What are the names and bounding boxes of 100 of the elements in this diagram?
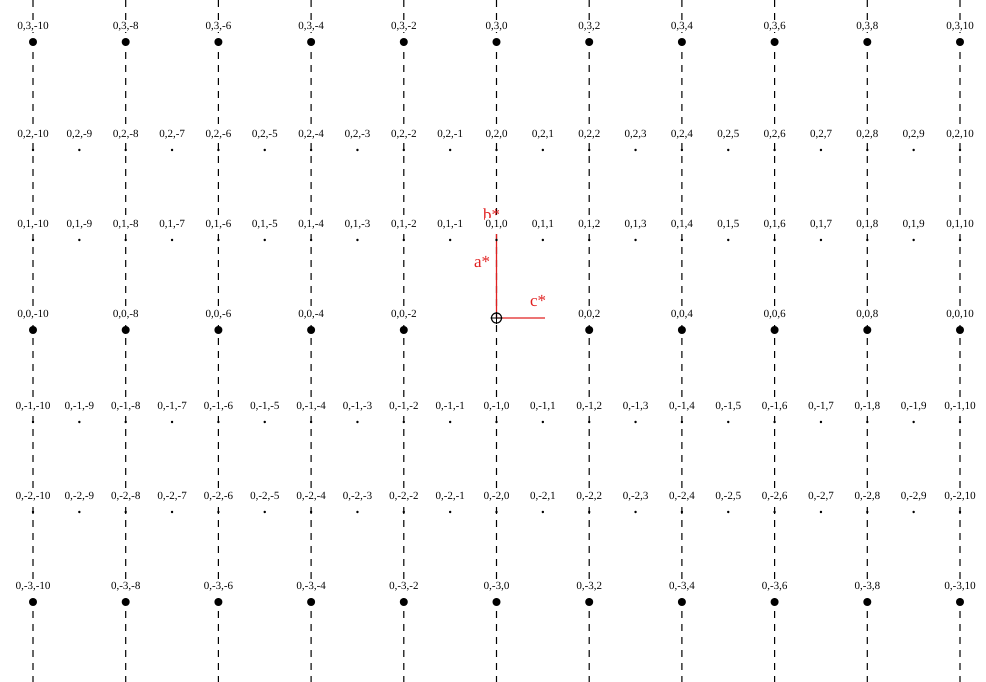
reflection-label: 0,-3,10 [943, 580, 977, 592]
reflection-label: 0,-3,4 [668, 580, 696, 592]
reflection-label: 0,1,4 [670, 218, 694, 230]
reflection-label: 0,1,-10 [16, 218, 50, 230]
reflection-label: 0,1,9 [902, 218, 926, 230]
reflection-label: 0,-1,9 [900, 400, 928, 412]
reflection-label: 0,2,-4 [297, 128, 325, 140]
reflection-label: 0,2,1 [530, 128, 555, 140]
reflection-label: 0,1,-3 [344, 218, 372, 230]
reflection-label: 0,-3,-2 [388, 580, 420, 592]
reflection-label: 0,2,-7 [158, 128, 186, 140]
reflection-label: 0,3,10 [945, 20, 975, 32]
reflection-label: 0,1,-2 [390, 218, 418, 230]
reflection-label: 0,-1,10 [943, 400, 977, 412]
reflection-label: 0,-2,-9 [64, 490, 95, 502]
reflection-label: 0,2,-2 [390, 128, 418, 140]
reflection-label: 0,0,-4 [297, 308, 325, 320]
reflection-label: 0,0,-2 [390, 308, 418, 320]
reflection-label: 0,2,-3 [344, 128, 372, 140]
reflection-label: 0,2,2 [577, 128, 602, 140]
reflection-label: 0,3,-10 [16, 20, 50, 32]
reflection-label: 0,3,4 [670, 20, 694, 32]
reflection-label: 0,-1,-4 [295, 400, 327, 412]
reflection-label: 0,-2,7 [807, 490, 835, 502]
reflection-label: 0,-2,1 [529, 490, 557, 502]
reflection-label: 0,3,0 [484, 20, 508, 32]
reflection-label: 0,1,2 [577, 218, 602, 230]
reflection-label: 0,0,10 [945, 308, 975, 320]
reflection-label: 0,1,3 [624, 218, 648, 230]
reflection-label: 0,3,-2 [390, 20, 418, 32]
reflection-label: 0,-1,5 [714, 400, 742, 412]
reflection-label: 0,-2,8 [853, 490, 882, 502]
reflection-label: 0,-2,-10 [14, 490, 52, 502]
reflection-label: 0,3,2 [577, 20, 602, 32]
reflection-label: 0,2,0 [484, 128, 508, 140]
reflection-label: 0,1,-5 [250, 218, 279, 230]
reflection-label: 0,-1,8 [853, 400, 882, 412]
reflection-label: 0,-3,-10 [14, 580, 52, 592]
reflection-label: 0,-1,-2 [388, 400, 420, 412]
reflection-label: 0,1,-7 [158, 218, 186, 230]
reflection-label: 0,2,3 [624, 128, 648, 140]
reflection-label: 0,2,4 [670, 128, 694, 140]
reflection-label: 0,-3,8 [853, 580, 882, 592]
reflection-label: 0,-2,5 [714, 490, 742, 502]
reflection-label: 0,1,5 [716, 218, 740, 230]
reflection-label: 0,-1,6 [760, 400, 788, 412]
reflection-label: 0,1,6 [762, 218, 787, 230]
reflection-label: 0,-1,-6 [202, 400, 234, 412]
reflection-label: 0,2,10 [945, 128, 975, 140]
reflection-label: 0,1,-8 [112, 218, 140, 230]
reflection-label: 0,1,8 [855, 218, 880, 230]
reflection-label: 0,-2,-4 [295, 490, 327, 502]
reflection-label: 0,-2,-5 [249, 490, 280, 502]
reflection-label: 0,-1,-9 [64, 400, 95, 412]
reflection-label: 0,-2,10 [943, 490, 977, 502]
reflection-label: 0,-2,-1 [434, 490, 466, 502]
reflection-label: 0,-1,3 [622, 400, 650, 412]
reflection-label: 0,-1,-7 [156, 400, 188, 412]
reflection-label: 0,-2,6 [760, 490, 788, 502]
reflection-label: 0,-1,-10 [14, 400, 52, 412]
reflection-label: 0,-2,-2 [388, 490, 420, 502]
reflection-label: 0,-3,-6 [202, 580, 234, 592]
reflection-label: 0,-2,3 [622, 490, 650, 502]
reflection-label: 0,2,5 [716, 128, 740, 140]
reflection-label: 0,-3,-8 [110, 580, 142, 592]
reflection-label: 0,-2,-8 [110, 490, 142, 502]
reflection-label: 0,-1,-8 [110, 400, 142, 412]
reflection-label: 0,-1,7 [807, 400, 835, 412]
reflection-label: 0,2,-1 [436, 128, 464, 140]
reflection-label: 0,0,4 [670, 308, 694, 320]
reflection-label: 0,0,6 [762, 308, 787, 320]
reflection-label: 0,-1,-3 [342, 400, 374, 412]
reflection-label: 0,-2,4 [668, 490, 696, 502]
reflection-label: 0,-3,6 [760, 580, 788, 592]
reflection-label: 0,1,1 [530, 218, 555, 230]
reflection-label: 0,0,-6 [204, 308, 232, 320]
reflection-label: 0,1,10 [945, 218, 975, 230]
axis-label: a* [474, 253, 490, 271]
reflection-label: 0,-1,2 [575, 400, 604, 412]
reflection-label: 0,1,-9 [66, 218, 94, 230]
reflection-label: 0,-2,0 [482, 490, 510, 502]
reflection-label: 0,-2,9 [900, 490, 928, 502]
reflection-label: 0,-2,-3 [342, 490, 374, 502]
reflection-label: 0,-2,-7 [156, 490, 188, 502]
reflection-label: 0,-1,-5 [249, 400, 280, 412]
reflection-label: 0,2,-6 [204, 128, 232, 140]
reflection-label: 0,2,-10 [16, 128, 50, 140]
reflection-label: 0,2,9 [902, 128, 926, 140]
reflection-label: 0,-3,2 [575, 580, 604, 592]
axis-label: c* [530, 292, 546, 310]
reflection-label: 0,3,8 [855, 20, 880, 32]
reflection-label: 0,0,-10 [16, 308, 50, 320]
reflection-label: 0,3,-8 [112, 20, 140, 32]
reflection-label: 0,1,-4 [297, 218, 325, 230]
reflection-label: 0,-1,1 [529, 400, 557, 412]
reflection-label: 0,3,-6 [204, 20, 232, 32]
reflection-label: 0,0,8 [855, 308, 880, 320]
reflection-label: 0,2,8 [855, 128, 880, 140]
reflection-label: 0,-1,0 [482, 400, 510, 412]
reflection-label: 0,0,-8 [112, 308, 140, 320]
